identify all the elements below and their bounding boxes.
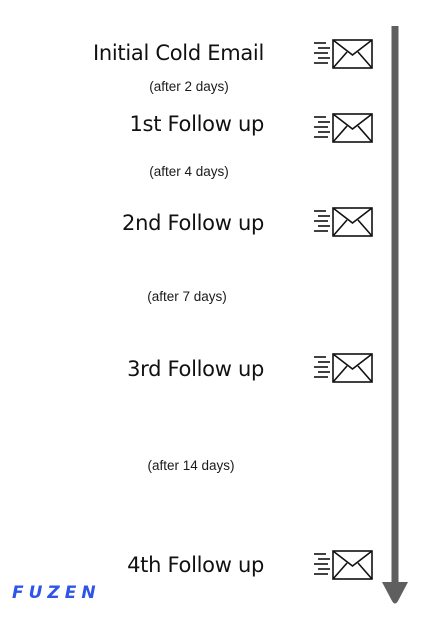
delay-label-4: (after 14 days) [147,458,235,473]
step-title-follow-up-4: 4th Follow up [127,553,264,577]
delay-label-1: (after 2 days) [149,79,229,94]
send-mail-icon [314,39,373,69]
delay-label-3: (after 7 days) [147,289,227,304]
step-title-initial: Initial Cold Email [93,41,264,65]
send-mail-icon [314,113,373,143]
step-title-follow-up-1: 1st Follow up [129,112,265,136]
delay-label-2: (after 4 days) [149,164,229,179]
send-mail-icon [314,353,373,383]
step-title-follow-up-3: 3rd Follow up [127,357,264,381]
arrow-head-icon [382,582,408,604]
send-mail-icon [314,207,373,237]
timeline-arrow-shaft [391,26,399,586]
step-title-follow-up-2: 2nd Follow up [122,211,264,235]
send-mail-icon [314,550,373,580]
brand-logo: FUZEN [12,583,101,603]
timeline-arrow [382,26,408,604]
